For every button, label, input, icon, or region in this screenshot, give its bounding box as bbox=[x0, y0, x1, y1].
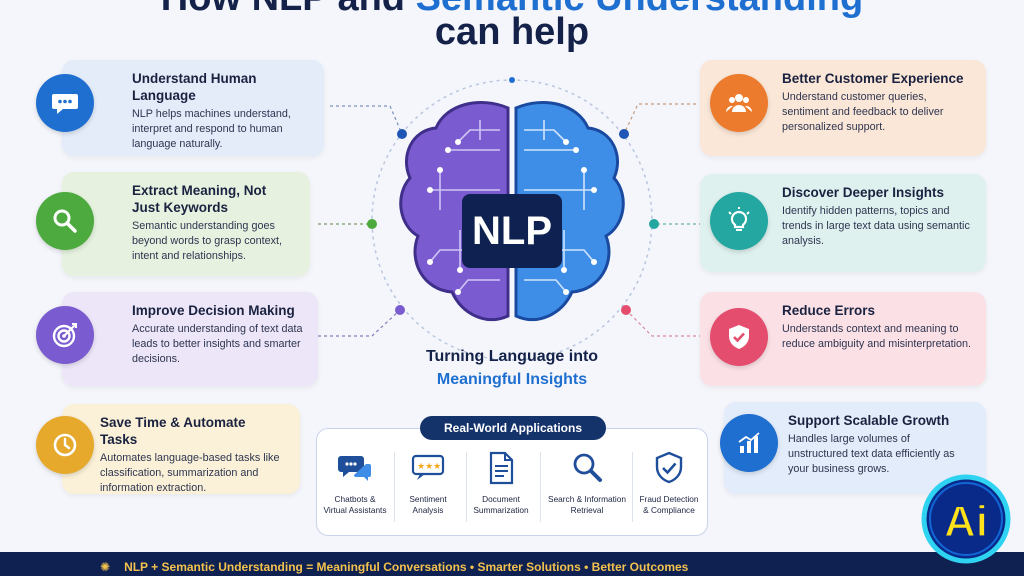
lightbulb-icon bbox=[710, 192, 768, 250]
users-icon bbox=[710, 74, 768, 132]
title-part1: How NLP and bbox=[161, 0, 416, 19]
divider bbox=[632, 452, 633, 522]
app-search: Search & Information Retrieval bbox=[545, 450, 629, 516]
card-title: Improve Decision Making bbox=[132, 303, 295, 318]
svg-text:★★★: ★★★ bbox=[417, 462, 441, 472]
tagline-line2: Meaningful Insights bbox=[436, 371, 588, 388]
footer-text: NLP + Semantic Understanding = Meaningfu… bbox=[124, 560, 689, 574]
app-label: & Compliance bbox=[643, 505, 695, 515]
card-improve-decision-making: Improve Decision Making Accurate underst… bbox=[62, 292, 318, 386]
card-title: Understand Human Language bbox=[132, 71, 257, 103]
divider bbox=[540, 452, 541, 522]
logo-text: Ai bbox=[944, 497, 988, 546]
rating-bubble-icon: ★★★ bbox=[411, 454, 445, 480]
shield-check-icon bbox=[655, 451, 683, 484]
card-save-time: Save Time & Automate Tasks Automates lan… bbox=[62, 404, 300, 494]
page-title-line1: How NLP and Semantic Understanding bbox=[0, 0, 1024, 18]
app-label: Summarization bbox=[473, 505, 529, 515]
sun-icon: ✺ bbox=[100, 560, 111, 574]
card-text: Understand customer queries, sentiment a… bbox=[782, 91, 944, 133]
card-title: Better Customer Experience bbox=[782, 71, 964, 86]
shield-check-icon bbox=[710, 308, 768, 366]
tagline-line1: Turning Language into bbox=[425, 348, 599, 365]
chatbot-icon bbox=[338, 456, 371, 481]
ai-logo: Ai bbox=[921, 474, 1011, 564]
app-label: Analysis bbox=[412, 505, 444, 515]
app-chatbots: Chatbots & Virtual Assistants bbox=[316, 450, 394, 516]
card-text: Semantic understanding goes beyond words… bbox=[132, 220, 283, 262]
search-icon bbox=[573, 453, 602, 482]
chat-bubble-icon bbox=[36, 74, 94, 132]
card-discover-deeper-insights: Discover Deeper Insights Identify hidden… bbox=[700, 174, 986, 272]
document-icon bbox=[489, 451, 514, 485]
card-title: Discover Deeper Insights bbox=[782, 185, 945, 200]
app-label: Retrieval bbox=[570, 505, 604, 515]
card-text: Automates language-based tasks like clas… bbox=[100, 452, 280, 494]
card-extract-meaning: Extract Meaning, Not Just Keywords Seman… bbox=[62, 172, 310, 276]
bar-chart-icon bbox=[720, 414, 778, 472]
app-fraud-detection: Fraud Detection & Compliance bbox=[630, 450, 708, 516]
divider bbox=[466, 452, 467, 522]
applications-heading: Real-World Applications bbox=[420, 416, 606, 440]
card-text: NLP helps machines understand, interpret… bbox=[132, 108, 291, 150]
app-label: Search & Information bbox=[548, 494, 626, 504]
card-text: Identify hidden patterns, topics and tre… bbox=[782, 205, 970, 247]
app-label: Chatbots & bbox=[334, 494, 376, 504]
card-text: Understands context and meaning to reduc… bbox=[782, 323, 972, 350]
magnifier-icon bbox=[36, 192, 94, 250]
app-summarization: Document Summarization bbox=[462, 450, 540, 516]
app-label: Fraud Detection bbox=[639, 494, 699, 504]
footer-banner: ✺ NLP + Semantic Understanding = Meaningf… bbox=[0, 552, 1024, 576]
card-understand-human-language: Understand Human Language NLP helps mach… bbox=[62, 60, 324, 156]
app-sentiment: ★★★ Sentiment Analysis bbox=[389, 450, 467, 516]
card-title: Extract Meaning, Not Just Keywords bbox=[132, 183, 267, 215]
divider bbox=[394, 452, 395, 522]
card-title: Save Time & Automate Tasks bbox=[100, 415, 246, 447]
brain-label: NLP bbox=[472, 209, 552, 253]
app-label: Document bbox=[482, 494, 520, 504]
clock-icon bbox=[36, 416, 94, 474]
target-icon bbox=[36, 306, 94, 364]
app-label: Virtual Assistants bbox=[323, 505, 387, 515]
card-text: Handles large volumes of unstructured te… bbox=[788, 433, 955, 475]
page-title-line2: can help bbox=[434, 11, 590, 53]
title-highlight: Semantic Understanding bbox=[416, 0, 864, 19]
card-title: Reduce Errors bbox=[782, 303, 876, 318]
app-label: Sentiment bbox=[409, 494, 447, 504]
card-title: Support Scalable Growth bbox=[788, 413, 950, 428]
card-text: Accurate understanding of text data lead… bbox=[132, 323, 303, 365]
